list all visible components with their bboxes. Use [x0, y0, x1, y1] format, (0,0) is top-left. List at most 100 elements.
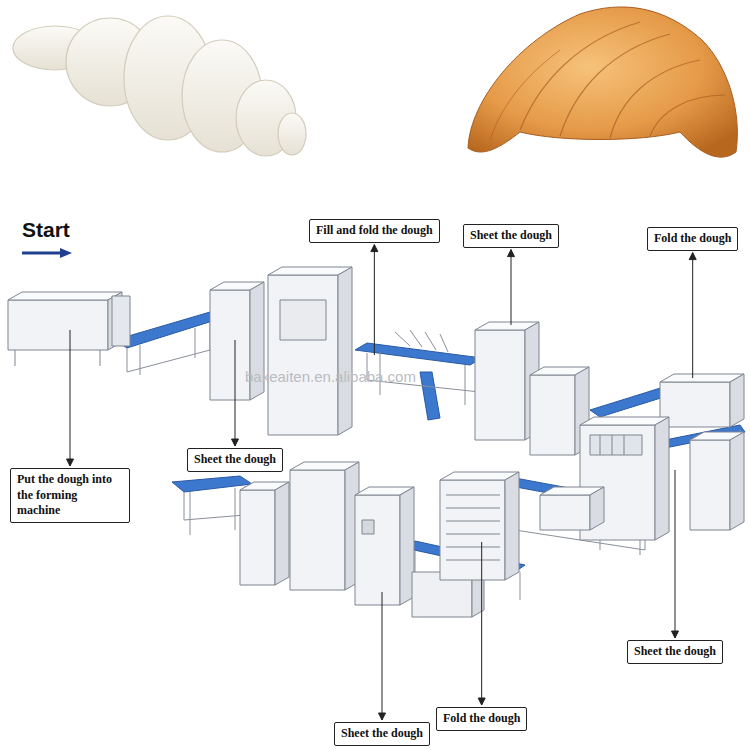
callout-text: Put the dough into the forming machine	[17, 472, 123, 519]
machine-bodies	[8, 267, 744, 617]
leader-arrowhead	[371, 245, 378, 252]
start-arrow	[22, 248, 72, 258]
baked-croissant-part	[650, 95, 725, 136]
callout-text: Fill and fold the dough	[316, 223, 433, 239]
frames-part	[465, 365, 466, 405]
machine-bodies-part	[446, 495, 500, 496]
leader-line	[67, 330, 74, 466]
callout-text: Sheet the dough	[194, 452, 276, 468]
machine-bodies-part	[590, 435, 642, 455]
leader-stroke	[235, 340, 236, 446]
frames-part	[127, 322, 210, 372]
machine-bodies-part	[730, 374, 744, 427]
callout-box: Sheet the dough	[334, 722, 430, 746]
baked-croissant	[468, 7, 737, 157]
conveyors-part	[420, 372, 440, 420]
machine-bodies-part	[240, 490, 275, 585]
leader-arrowhead	[689, 253, 696, 260]
baked-croissant-part	[520, 22, 640, 130]
machine-bodies-part	[112, 296, 130, 346]
machine-bodies-part	[660, 382, 730, 427]
frames-part	[140, 345, 141, 375]
leader-arrowhead	[672, 631, 679, 638]
machine-bodies-part	[362, 520, 374, 534]
callout-text: Fold the dough	[654, 231, 731, 247]
machine-bodies-part	[580, 417, 669, 425]
leader-line	[508, 250, 515, 325]
machine-bodies-part	[590, 487, 604, 530]
machine-bodies-part	[446, 508, 500, 509]
machine-bodies-part	[100, 350, 101, 366]
baked-croissant-part	[490, 50, 560, 140]
callout-box: Put the dough into the forming machine	[10, 468, 130, 523]
callout-box: Sheet the dough	[187, 448, 283, 472]
baked-croissant-part	[560, 34, 670, 136]
machine-bodies-part	[8, 292, 122, 300]
callout-box: Sheet the dough	[627, 640, 723, 664]
machine-bodies-part	[475, 330, 525, 440]
callout-box: Fold the dough	[436, 707, 527, 731]
raw-croissant-part	[278, 113, 306, 155]
leader-arrowhead	[67, 459, 74, 466]
leader-stroke	[481, 542, 482, 705]
frames-part	[395, 332, 410, 346]
leader-arrowhead	[379, 713, 386, 720]
leader-stroke	[692, 253, 693, 378]
machine-bodies-part	[446, 534, 500, 535]
frames-part	[184, 486, 245, 520]
machine-bodies-part	[446, 560, 500, 561]
leader-line	[689, 253, 696, 378]
leader-arrowhead	[478, 698, 485, 705]
frames-part	[190, 492, 191, 535]
machine-bodies-part	[440, 480, 505, 580]
leader-line	[371, 245, 378, 355]
leader-line	[232, 340, 239, 446]
callout-box: Sheet the dough	[463, 224, 559, 248]
leader-line	[379, 592, 386, 720]
machine-bodies-part	[355, 495, 400, 605]
callout-text: Sheet the dough	[470, 228, 552, 244]
callout-text: Sheet the dough	[634, 644, 716, 660]
frames-part	[195, 328, 196, 358]
machine-bodies-part	[338, 267, 352, 435]
frames-part	[520, 572, 521, 600]
machine-bodies-part	[655, 417, 669, 540]
watermark: bakeaiten.en.alibaba.com	[245, 368, 416, 385]
leader-stroke	[382, 592, 383, 720]
machine-bodies-part	[275, 482, 289, 585]
raw-croissant	[13, 16, 306, 156]
machine-bodies-part	[210, 290, 250, 400]
machine-bodies-part	[446, 521, 500, 522]
machine-bodies-part	[268, 275, 338, 435]
callout-box: Fold the dough	[647, 227, 738, 251]
machine-bodies-part	[624, 435, 625, 455]
callout-text: Fold the dough	[443, 711, 520, 727]
machine-bodies-part	[290, 470, 345, 590]
conveyors-part	[115, 312, 222, 348]
machine-bodies-part	[15, 350, 16, 366]
frames-part	[440, 334, 448, 352]
frames-part	[235, 488, 236, 530]
callout-box: Fill and fold the dough	[309, 219, 440, 243]
machines	[8, 267, 745, 617]
leader-arrowhead	[232, 439, 239, 446]
machine-bodies-part	[600, 435, 601, 455]
leader-stroke	[675, 470, 676, 638]
frames-part	[415, 551, 416, 575]
start-label: Start	[22, 218, 70, 242]
leader-stroke	[511, 250, 512, 325]
frames-part	[425, 332, 436, 350]
machine-bodies-part	[530, 375, 575, 455]
leader-line	[672, 470, 679, 638]
baked-croissant-part	[468, 7, 737, 157]
leader-stroke	[70, 330, 71, 466]
start-arrow-part	[60, 248, 72, 258]
machine-bodies-part	[580, 425, 655, 540]
machine-bodies-part	[8, 300, 108, 350]
machine-bodies-part	[505, 472, 519, 580]
machine-bodies-part	[280, 300, 326, 340]
leader-stroke	[374, 245, 375, 355]
machine-bodies-part	[612, 435, 613, 455]
